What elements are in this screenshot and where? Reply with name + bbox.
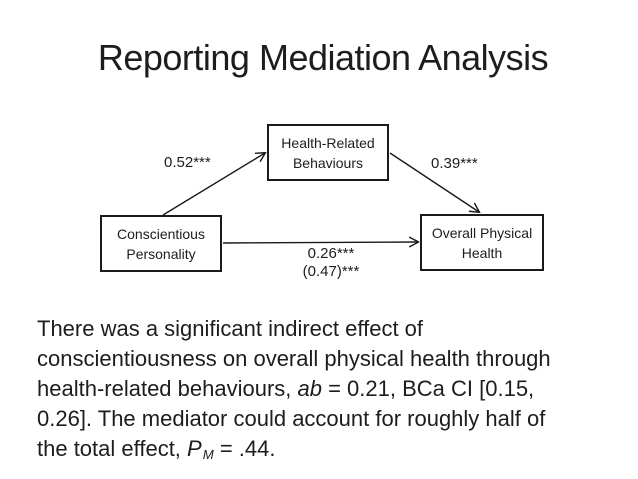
body-line: conscientiousness on overall physical he… [37, 344, 597, 374]
body-segment: = .44. [213, 436, 276, 461]
body-segment-italic: ab [297, 376, 322, 401]
path-c-direct-coefficient: 0.26*** [307, 245, 355, 262]
path-c-total-coefficient: (0.47)*** [302, 263, 360, 280]
body-segment: conscientiousness on overall physical he… [37, 346, 551, 371]
body-segment: There was a significant indirect effect … [37, 316, 424, 341]
outcome-box-label-line1: Overall Physical [431, 224, 533, 241]
slide-title: Reporting Mediation Analysis [97, 37, 549, 78]
body-segment: health-related behaviours, [37, 376, 298, 401]
path-c-coefficients: 0.26*** (0.47)*** [285, 245, 377, 281]
predictor-box: Conscientious Personality [100, 215, 222, 272]
body-line: 0.26]. The mediator could account for ro… [37, 404, 597, 434]
body-segment: the total effect, [37, 436, 188, 461]
body-segment-subscript-italic: M [202, 447, 214, 463]
outcome-box: Overall Physical Health [420, 214, 544, 271]
mediator-box: Health-Related Behaviours [267, 124, 389, 181]
mediator-box-label-line2: Behaviours [292, 154, 364, 171]
body-line: the total effect, PM = .44. [37, 434, 597, 467]
outcome-box-label-line2: Health [461, 244, 503, 261]
mediator-box-label-line1: Health-Related [281, 134, 375, 151]
body-line: There was a significant indirect effect … [37, 314, 597, 344]
predictor-box-label-line2: Personality [126, 245, 196, 262]
body-line: health-related behaviours, ab = 0.21, BC… [37, 374, 597, 404]
body-segment: = 0.21, BCa CI [0.15, [321, 376, 535, 401]
body-segment-italic: P [187, 436, 202, 461]
predictor-box-label-line1: Conscientious [117, 225, 205, 242]
body-paragraph: There was a significant indirect effect … [37, 314, 597, 467]
path-c-arrow [222, 242, 418, 243]
path-a-coefficient: 0.52*** [164, 154, 211, 171]
path-b-coefficient: 0.39*** [431, 155, 478, 172]
body-segment: 0.26]. The mediator could account for ro… [37, 406, 546, 431]
